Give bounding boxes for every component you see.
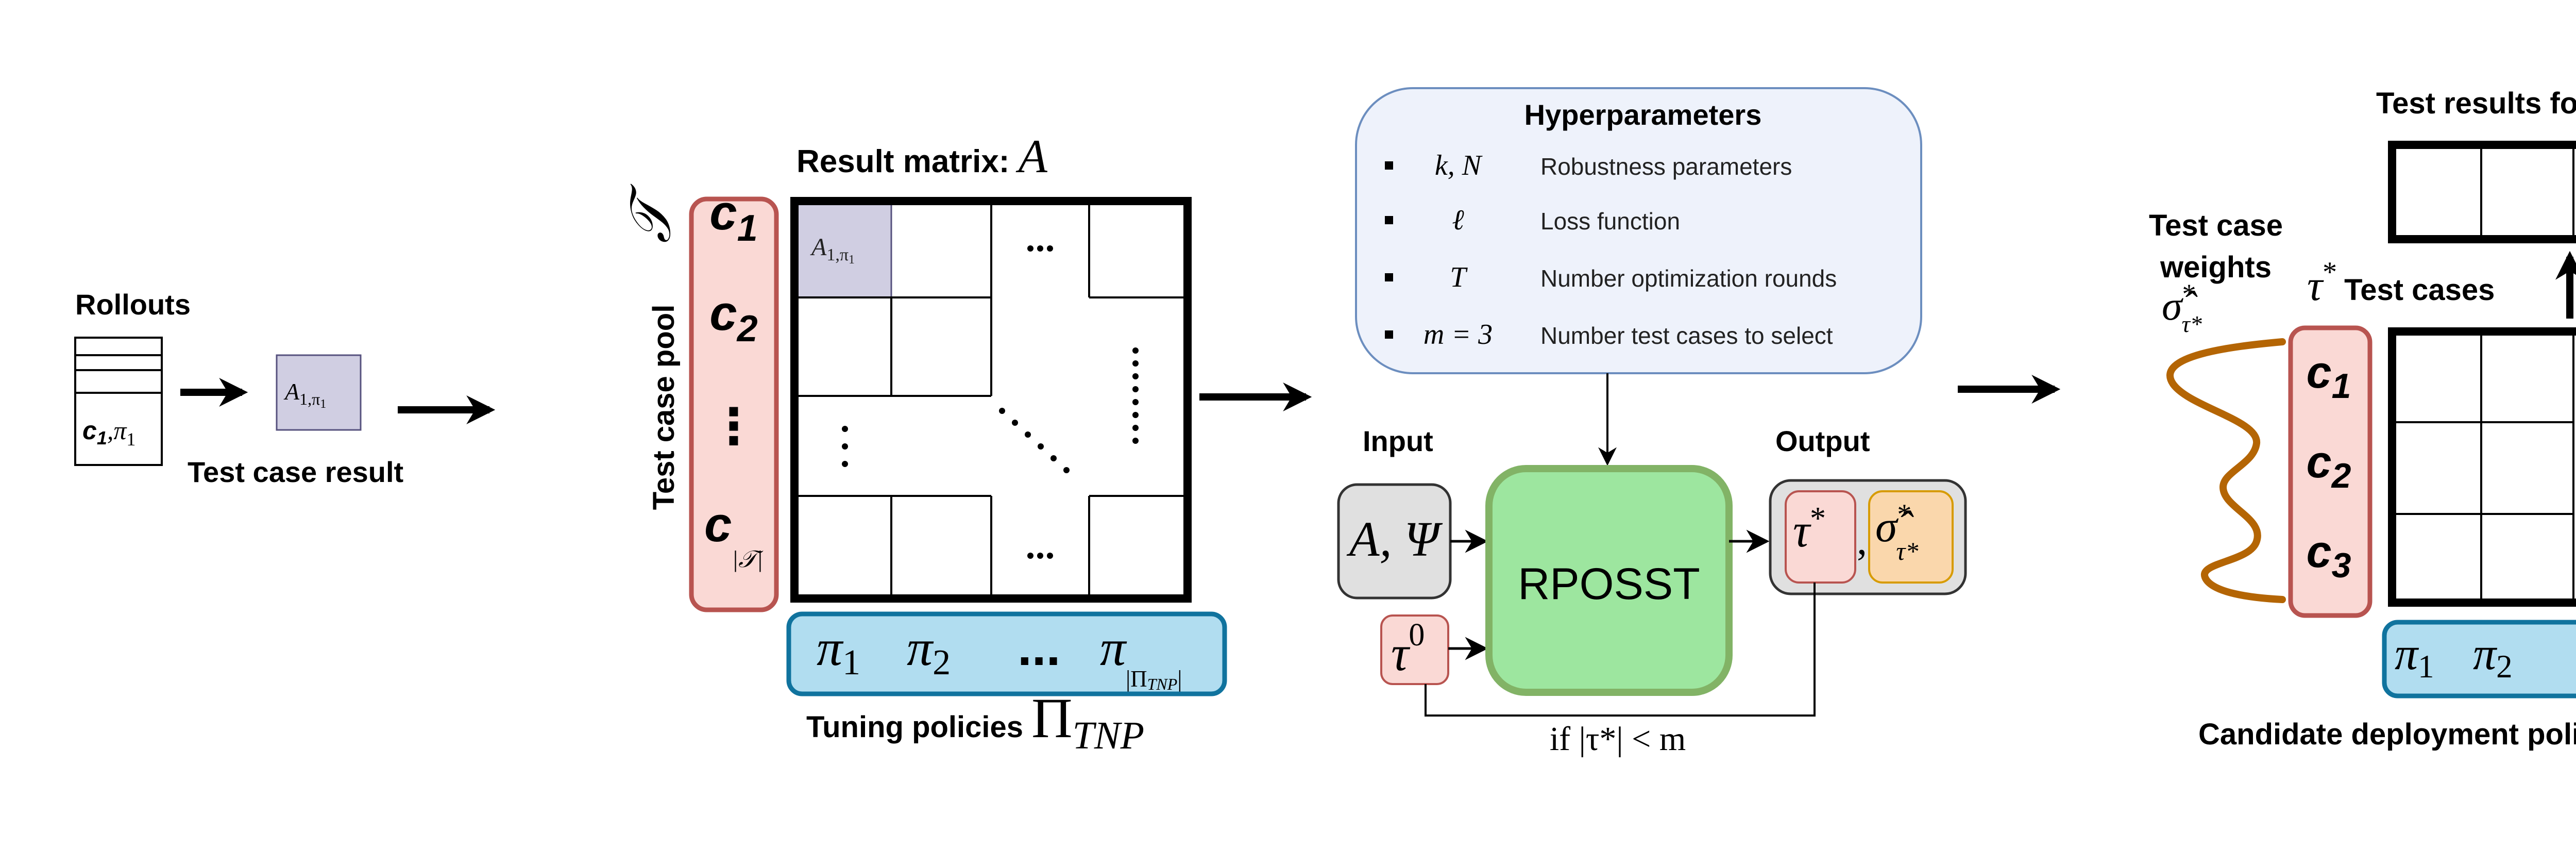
test-results-title: Test results for: ΠCDP xyxy=(2376,65,2576,132)
hyperparameter-description: Number optimization rounds xyxy=(1540,265,1837,292)
result-matrix-title: Result matrix: A xyxy=(796,130,1048,182)
test-case-item: c2 xyxy=(709,286,757,350)
rposst-label: RPOSST xyxy=(1518,559,1700,609)
initial-selection-symbol: τ0 xyxy=(1391,618,1425,681)
selected-test-cases-label: τ*Test cases xyxy=(2307,256,2495,310)
hyperparameter-symbol: ℓ xyxy=(1452,204,1464,236)
bullet-icon xyxy=(1385,330,1393,339)
selected-test-case-item: c1 xyxy=(2307,346,2351,406)
test-case-item: c|𝒯| xyxy=(704,497,764,572)
bullet-icon xyxy=(1385,216,1393,224)
weights-label-line2: weights xyxy=(2160,251,2272,284)
rollouts-stack: c1,π1 xyxy=(74,337,163,466)
hyperparameter-item: k, N Robustness parameters xyxy=(1385,149,1792,181)
bullet-icon xyxy=(1385,273,1393,281)
selected-test-case-item: c3 xyxy=(2307,526,2351,585)
hyperparameter-symbol: k, N xyxy=(1435,149,1483,181)
result-matrix-grid: A1,π1 xyxy=(790,197,1192,603)
hyperparameter-item: m = 3 Number test cases to select xyxy=(1385,319,1833,351)
loop-condition: if |τ*| < m xyxy=(1550,720,1686,758)
candidate-policies-bar xyxy=(2382,620,2576,699)
test-case-result-symbol: A1,π1 xyxy=(283,378,326,411)
test-case-result-caption: Test case result xyxy=(188,456,403,488)
feedback-loop-line xyxy=(1425,583,1816,717)
hyperparameters-panel: Hyperparameters k, N Robustness parameter… xyxy=(1355,87,1922,374)
rollouts-section: Rollouts c1,π1 A1,π1 Test case result xyxy=(74,288,496,488)
test-case-pool-items: c1 c2 ⋮ c|𝒯| xyxy=(704,185,764,572)
selected-test-cases-column xyxy=(2288,325,2372,618)
tuning-policies-caption: Tuning policies ΠTNP xyxy=(806,687,1144,757)
deployment-results-grid: ··· ··· ··· xyxy=(2388,327,2576,607)
input-label: Input xyxy=(1363,425,1433,457)
matrix-first-cell-symbol: A1,π1 xyxy=(810,234,855,267)
hyperparameter-symbol: m = 3 xyxy=(1423,319,1493,351)
candidate-policies-caption: Candidate deployment policies ΠCDP xyxy=(2198,696,2576,763)
hyperparameter-item: ℓ Loss function xyxy=(1385,204,1680,236)
policy-item: π2 xyxy=(907,619,951,683)
test-case-pool-label: Test case pool xyxy=(647,305,681,510)
test-case-item: ⋮ xyxy=(709,399,758,454)
weight-curve xyxy=(2166,338,2286,603)
test-case-pool xyxy=(689,196,779,612)
selected-test-case-item: c2 xyxy=(2307,436,2351,495)
rposst-section: Hyperparameters k, N Robustness parameter… xyxy=(1337,87,2061,758)
rollout-cell-label: c1,π1 xyxy=(82,416,135,450)
test-case-weights-symbol: σ̂*τ* xyxy=(1875,498,1918,566)
hyperparameter-description: Number test cases to select xyxy=(1540,322,1833,349)
matrix-ellipsis-dots xyxy=(842,245,1139,559)
policy-item: ... xyxy=(1018,619,1060,676)
weights-symbol: σ̂*τ* xyxy=(2162,278,2202,337)
input-symbol: A, Ψ xyxy=(1346,511,1443,567)
rollouts-title: Rollouts xyxy=(75,288,191,321)
output-separator: , xyxy=(1857,518,1867,563)
test-case-weights-box xyxy=(1868,490,1954,584)
deployment-section: Test results for: ΠCDP ··· Test case wei… xyxy=(2149,65,2576,763)
rposst-block xyxy=(1485,465,1733,696)
test-case-item: c1 xyxy=(709,185,757,249)
selected-test-cases-symbol: τ* xyxy=(1793,501,1826,557)
output-label: Output xyxy=(1775,425,1870,457)
weights-label-line1: Test case xyxy=(2149,209,2283,242)
result-matrix-section: Result matrix: A Test case pool 𝒯 c1c2⋮c… xyxy=(619,130,1312,757)
test-case-result-cell: A1,π1 xyxy=(276,354,362,431)
test-results-row: ··· xyxy=(2388,141,2576,243)
policy-item: π2 xyxy=(2473,628,2513,685)
hyperparameters-title: Hyperparameters xyxy=(1524,98,1762,131)
bullet-icon xyxy=(1385,161,1393,170)
policy-item: π1 xyxy=(817,619,860,683)
hyperparameter-item: T Number optimization rounds xyxy=(1385,261,1837,293)
test-case-pool-symbol: 𝒯 xyxy=(619,184,682,243)
selected-test-cases-box xyxy=(1785,490,1856,584)
selected-test-cases-items: c1 c2 c3 xyxy=(2307,346,2351,585)
tuning-policies-items: π1 π2... π|ΠTNP| xyxy=(817,619,1182,693)
hyperparameter-symbol: T xyxy=(1450,261,1468,293)
policy-item: π1 xyxy=(2395,628,2434,685)
tuning-policies-bar xyxy=(786,611,1227,696)
hyperparameter-description: Loss function xyxy=(1540,208,1680,235)
policy-item: π|ΠTNP| xyxy=(1100,619,1182,693)
hyperparameter-description: Robustness parameters xyxy=(1540,153,1792,180)
